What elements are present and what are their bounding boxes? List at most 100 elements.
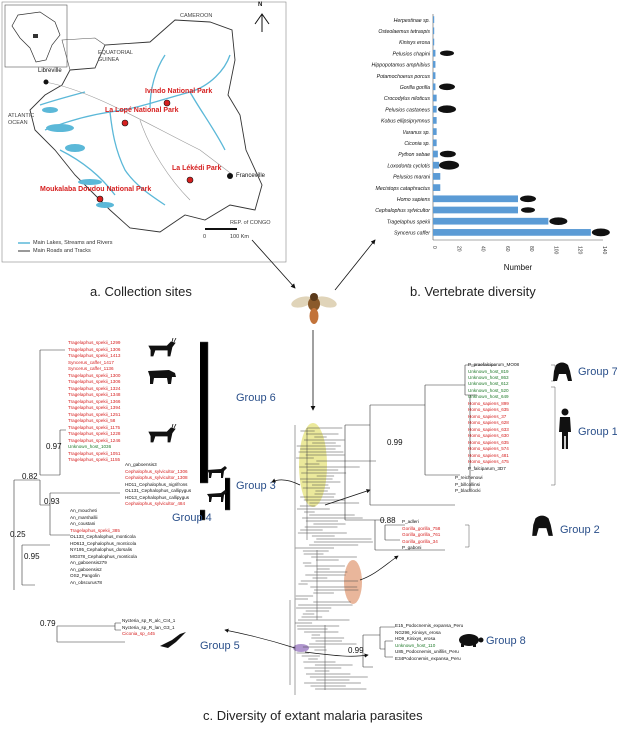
park-moukalaba: Moukalaba Doudou National Park [40, 186, 152, 193]
taxon-label: Tragelaphus_spekii_1300 [68, 372, 121, 378]
bootstrap-099: 0.99 [387, 438, 403, 447]
bar-label: Hippopotamus amphibius [371, 63, 430, 69]
taxon-label: OL133_Cephalophus_monticola [70, 534, 136, 539]
bar [433, 217, 549, 225]
taxon-label: Nycteria_sp_R_lan_G3_1 [122, 624, 175, 630]
bar [433, 229, 591, 236]
legend-water: Main Lakes, Streams and Rivers [33, 240, 113, 246]
bar [433, 150, 438, 158]
tree-center [289, 423, 376, 695]
bar [433, 105, 437, 113]
bar [433, 49, 436, 57]
vertebrate-bar-chart: Herpestinae sp.Osteolaemus tetraspisKini… [371, 14, 610, 272]
caption-b: b. Vertebrate diversity [410, 284, 536, 299]
bar-label: Tragelaphus spekii [387, 219, 431, 225]
antelope-icon [148, 338, 177, 357]
animal-silhouette [521, 207, 535, 213]
x-tick-label: 20 [455, 246, 461, 252]
taxon-label: Homo_sapiens_628 [468, 420, 509, 425]
taxon-label: An_gaboensis3 [125, 462, 157, 467]
label-group3: Group 3 [236, 480, 276, 492]
taxon-label: Tragelaphus_spekii_1051 [68, 450, 121, 456]
taxon-label: Unknown_host_612 [468, 381, 509, 386]
taxon-label: Tragelaphus_spekii_1306 [68, 379, 121, 384]
animal-silhouette [591, 228, 610, 237]
bar [433, 94, 437, 102]
bootstrap-088: 0.88 [380, 516, 396, 525]
bootstrap-097: 0.97 [46, 442, 62, 451]
bar [433, 184, 441, 191]
bar [433, 139, 437, 147]
label-group7: Group 7 [578, 366, 617, 378]
bar [433, 173, 441, 180]
taxon-label: U85_Podocnemis_unifilis_Peru [395, 649, 459, 654]
taxon-label: Unknown_host_520 [468, 387, 509, 393]
taxon-label: Tragelaphus_spekii_385 [70, 527, 120, 533]
taxon-label: HD9_Kinixys_erosa [395, 636, 436, 641]
bar-label: Kinixys erosa [399, 40, 430, 46]
taxon-label: Tragelaphus_spekii_1394 [68, 405, 121, 410]
taxon-label: Unknown_host_649 [468, 394, 509, 399]
taxon-label: Homo_sapiens_475 [468, 459, 509, 464]
taxon-label: An_obscurus78 [70, 579, 102, 585]
label-group1: Group 1 [578, 426, 617, 438]
bar-label: Pelusios marani [393, 175, 431, 181]
human-icon [559, 408, 571, 449]
legend-roads: Main Roads and Tracks [33, 248, 91, 254]
fly-illustration [291, 293, 337, 324]
bar-label: Syncerus caffer [394, 231, 430, 237]
label-group8: Group 8 [486, 635, 526, 647]
taxon-label: Tragelaphus_spekii_1306 [68, 346, 121, 352]
bootstrap-082: 0.82 [22, 472, 38, 481]
bar-label: Mecistops cataphractus [376, 186, 431, 192]
antelope-icon [148, 424, 177, 443]
city-libreville: Libreville [38, 68, 62, 74]
taxon-label: P_blacklocki [455, 488, 481, 493]
bar [433, 161, 440, 169]
taxon-label: P_falciparum_3D7 [468, 465, 506, 471]
taxon-label: Homo_sapiens_574 [468, 446, 509, 451]
x-tick-label: 0 [431, 246, 437, 249]
label-congo: REP. of CONGO [230, 220, 271, 226]
taxon-label: Unknown_host_863 [468, 375, 509, 380]
bar [433, 16, 435, 23]
duiker-icon [207, 490, 227, 502]
animal-silhouette [439, 83, 455, 91]
taxon-label: Homo_sapiens_635 [468, 439, 509, 445]
taxon-label: Tragelaphus_spekii_1246 [68, 437, 121, 443]
x-tick-label: 40 [480, 246, 486, 252]
taxon-label: Unknown_host_110 [395, 642, 436, 648]
taxon-label: OS2_Pangolin [70, 573, 100, 578]
bar [433, 72, 436, 79]
bar-label: Ciconia sp. [404, 141, 430, 147]
taxon-label: P_gaboni [402, 545, 422, 550]
tree-branches [289, 425, 376, 695]
taxon-label: P_praefalciparum_MO08 [468, 362, 520, 367]
gorilla-icon [553, 362, 572, 381]
bar-label: Homo sapiens [397, 197, 431, 203]
buffalo-icon [148, 370, 176, 384]
taxon-label: HD613_Cephalophus_monticola [70, 540, 137, 546]
taxon-label: Tragelaphus_spekii_1175 [68, 424, 121, 430]
bar [433, 38, 435, 46]
taxon-label: Gorilla_gorilla_34 [402, 538, 438, 544]
taxon-label: E34Podocnemis_expansa_Peru [395, 655, 461, 661]
bar-label: Crocodylus niloticus [384, 96, 431, 102]
taxon-label: P_billcollinsi [455, 481, 481, 487]
taxon-label: Syncerus_caffer_1136 [68, 366, 114, 371]
x-tick-label: 60 [504, 246, 510, 252]
gorilla-icon [532, 515, 553, 536]
label-group5: Group 5 [200, 640, 240, 652]
taxon-label: Homo_sapiens_630 [468, 433, 509, 438]
taxon-label: An_gaboensis279 [70, 560, 107, 565]
bootstrap-025: 0.25 [10, 530, 26, 539]
animal-silhouette [439, 160, 460, 170]
label-group4: Group 4 [172, 512, 212, 524]
x-axis-title: Number [504, 263, 533, 272]
park-lope: La Lopé National Park [105, 107, 179, 114]
bar [433, 83, 436, 91]
taxon-label: Tragelaphus_spekii_1228 [68, 431, 121, 436]
